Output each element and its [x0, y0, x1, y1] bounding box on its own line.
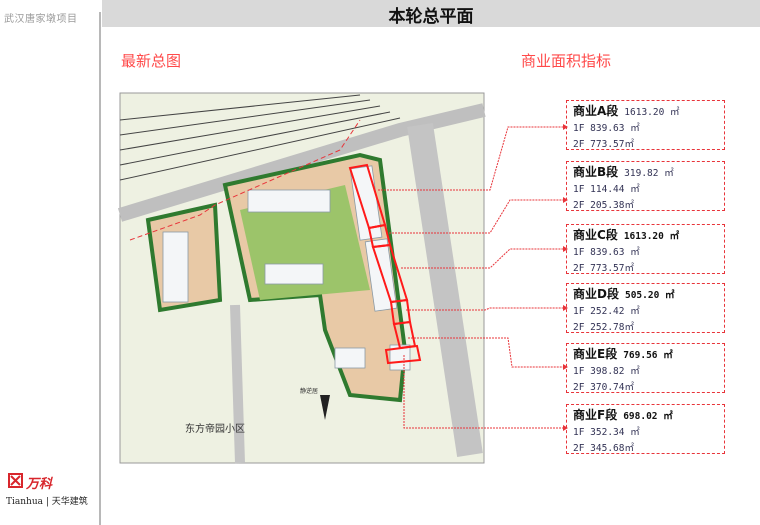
tianhua-logo: Tianhua | 天华建筑 [6, 497, 88, 507]
community-label: 东方帝园小区 [185, 422, 245, 435]
north-arrow-icon [320, 395, 330, 420]
project-name: 武汉唐家墩项目 [4, 14, 78, 25]
commercial-outlines [348, 163, 422, 365]
railway-tracks [119, 94, 401, 181]
leader-lines [378, 126, 563, 429]
boundary-line [129, 119, 361, 241]
commercial-area-heading: 商业面积指标 [521, 52, 612, 70]
east-road [407, 123, 483, 457]
north-label: 静逆居 [300, 387, 318, 395]
vanke-logo: 万科 [26, 477, 53, 492]
vanke-logo-icon [8, 473, 23, 488]
commercial-f-outline [384, 344, 422, 365]
sidebar-divider [99, 12, 101, 525]
main-road [117, 103, 486, 222]
header-bar: 本轮总平面 [102, 0, 760, 27]
west-road [230, 304, 245, 464]
logo-area: 万科 Tianhua | 天华建筑 [4, 470, 99, 520]
leader-arrows [563, 124, 568, 431]
buildings [162, 165, 411, 371]
site-plan-heading: 最新总图 [121, 52, 182, 70]
page-title: 本轮总平面 [388, 7, 474, 27]
